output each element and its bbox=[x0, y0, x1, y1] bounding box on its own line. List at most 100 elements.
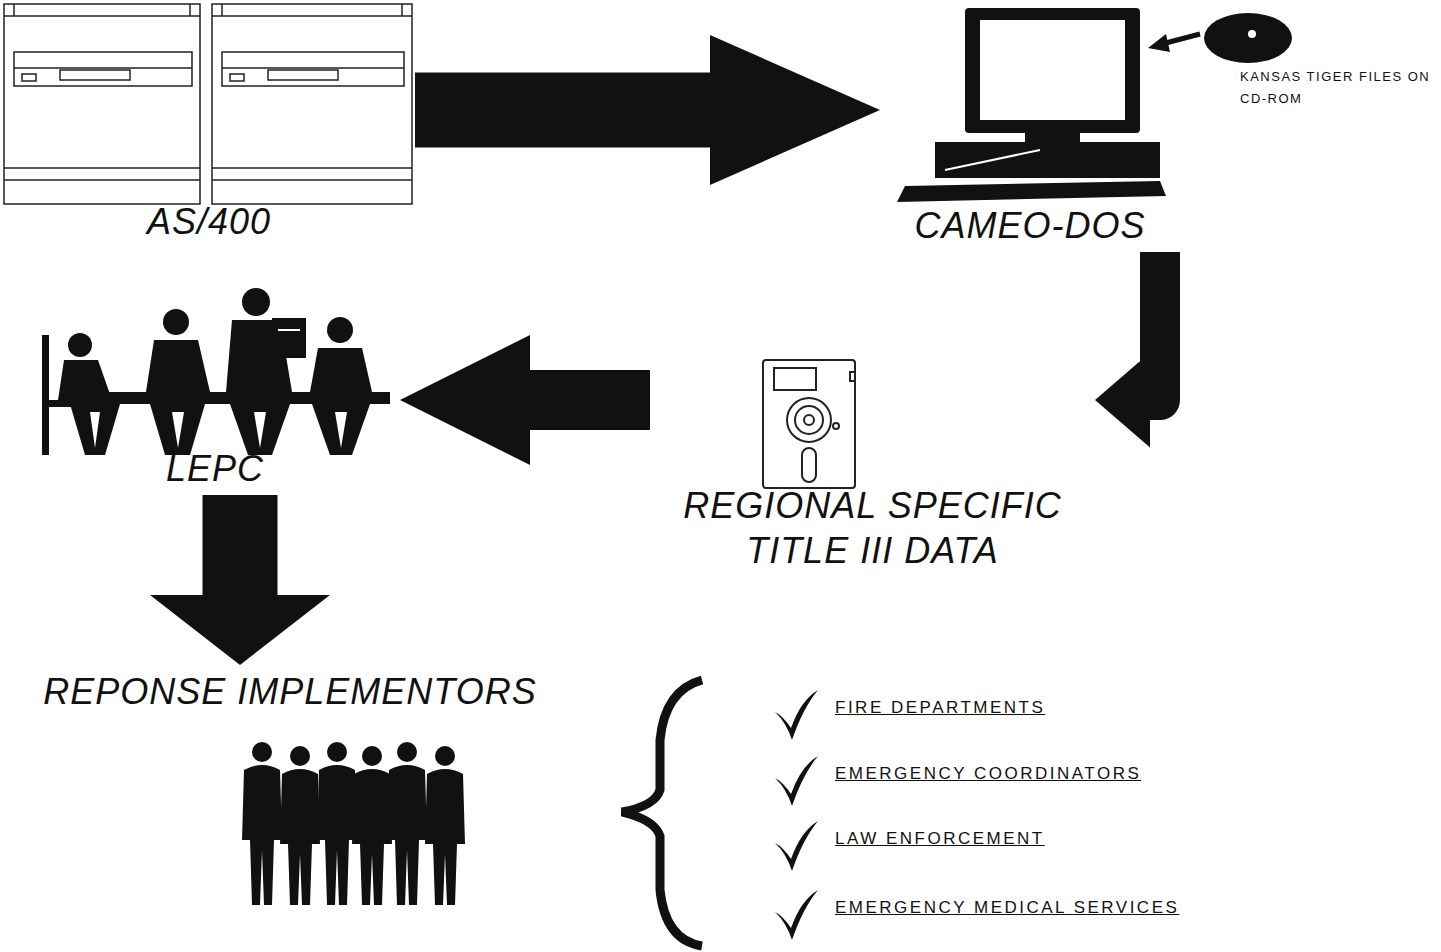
cd-rom-icon bbox=[1248, 30, 1256, 38]
server-cabinet bbox=[221, 4, 223, 16]
people-silhouettes bbox=[242, 742, 465, 905]
person-body bbox=[242, 765, 282, 905]
floppy-disk-icon bbox=[763, 360, 855, 488]
responder-item: EMERGENCY COORDINATORS bbox=[835, 764, 1141, 784]
node-label: REPONSE IMPLEMENTORS bbox=[43, 669, 536, 714]
arrow-head bbox=[710, 35, 880, 185]
meeting-icon bbox=[327, 317, 353, 343]
icon-node: AS/400 bbox=[3, 0, 415, 248]
floppy-disk-icon bbox=[850, 372, 855, 381]
node-label: CAMEO-DOS bbox=[914, 203, 1145, 248]
check-marks bbox=[775, 690, 818, 740]
server-cabinet bbox=[230, 74, 244, 81]
cd-rom-icon bbox=[1204, 13, 1292, 63]
server-cabinet bbox=[4, 4, 200, 204]
block-arrow bbox=[415, 35, 880, 185]
floppy-disk-icon bbox=[833, 423, 839, 429]
server-cabinet bbox=[212, 167, 412, 169]
meeting-icon bbox=[278, 329, 300, 331]
person-body bbox=[317, 765, 357, 905]
icon-node: CAMEO-DOS bbox=[880, 4, 1180, 252]
server-cabinet bbox=[401, 4, 403, 16]
block-arrow bbox=[150, 495, 330, 665]
server-cabinet bbox=[13, 4, 15, 16]
server-cabinet bbox=[60, 70, 130, 80]
block-arrow bbox=[400, 335, 650, 465]
server-cabinet bbox=[4, 4, 200, 204]
server-cabinet bbox=[14, 67, 192, 69]
server-cabinet bbox=[14, 52, 192, 86]
arrow-shaft bbox=[203, 495, 278, 597]
person-body bbox=[280, 769, 320, 905]
server-cabinet bbox=[189, 4, 191, 16]
meeting-icon bbox=[335, 412, 347, 448]
meeting-icon bbox=[172, 412, 184, 448]
computer-icon bbox=[965, 8, 1140, 133]
computer-icon bbox=[980, 20, 1125, 120]
server-cabinet bbox=[222, 52, 404, 86]
meeting-icon bbox=[42, 288, 390, 455]
person-head bbox=[362, 746, 382, 766]
meeting-icon bbox=[230, 404, 290, 455]
server-cabinet bbox=[212, 179, 412, 181]
arrow-shaft bbox=[415, 73, 712, 148]
meeting-icon bbox=[272, 318, 306, 358]
meeting-icon bbox=[146, 340, 210, 392]
brace bbox=[622, 680, 702, 946]
person-body bbox=[387, 765, 427, 905]
meeting-icon bbox=[254, 412, 266, 448]
server-cabinet bbox=[4, 15, 200, 17]
responder-item: FIRE DEPARTMENTS bbox=[835, 698, 1045, 718]
person-body bbox=[352, 769, 392, 905]
meeting-icon bbox=[60, 392, 390, 404]
floppy-disk-icon bbox=[802, 448, 816, 482]
responder-item: EMERGENCY MEDICAL SERVICES bbox=[835, 898, 1179, 918]
floppy-disk-icon bbox=[804, 415, 814, 425]
check-marks bbox=[775, 756, 818, 806]
server-cabinet bbox=[212, 4, 412, 204]
check-marks bbox=[775, 690, 818, 940]
cd-rom-icon bbox=[1148, 13, 1292, 63]
floppy-disk-icon bbox=[774, 368, 816, 390]
server-cabinet bbox=[222, 67, 404, 69]
cd-rom-icon bbox=[1148, 34, 1170, 52]
meeting-icon bbox=[163, 309, 189, 335]
node-label: LEPC bbox=[166, 446, 264, 491]
arrow-head bbox=[150, 595, 330, 665]
floppy-disk-icon bbox=[763, 360, 855, 488]
server-cabinet bbox=[22, 74, 36, 81]
arrow-head bbox=[1095, 353, 1150, 448]
icon-node: REPONSE IMPLEMENTORS bbox=[10, 665, 570, 915]
meeting-icon bbox=[90, 412, 100, 448]
person-head bbox=[435, 746, 455, 766]
block-arrow bbox=[1095, 252, 1160, 448]
check-marks bbox=[775, 821, 818, 871]
server-cabinet bbox=[4, 179, 200, 181]
meeting-icon bbox=[242, 288, 270, 316]
meeting-icon bbox=[68, 333, 92, 357]
computer-icon bbox=[897, 8, 1166, 202]
meeting-icon bbox=[70, 404, 120, 455]
meeting-icon bbox=[312, 404, 370, 455]
meeting-icon bbox=[310, 348, 372, 392]
computer-icon bbox=[935, 142, 1160, 178]
check-marks bbox=[775, 890, 818, 940]
person-head bbox=[327, 742, 347, 762]
node-label: REGIONAL SPECIFIC TITLE III DATA bbox=[656, 483, 1089, 573]
person-head bbox=[397, 742, 417, 762]
icon-node: REGIONAL SPECIFIC TITLE III DATA bbox=[650, 355, 1095, 577]
computer-icon bbox=[945, 150, 1040, 170]
responder-item: LAW ENFORCEMENT bbox=[835, 829, 1045, 849]
server-cabinet bbox=[268, 70, 338, 80]
floppy-disk-icon bbox=[787, 398, 831, 442]
server-cabinet bbox=[212, 15, 412, 17]
computer-icon bbox=[1025, 133, 1080, 142]
person-head bbox=[252, 742, 272, 762]
node-label: AS/400 bbox=[147, 199, 271, 244]
server-cabinet bbox=[212, 4, 412, 204]
server-cabinet bbox=[4, 167, 200, 169]
arrow-shaft bbox=[528, 370, 650, 430]
meeting-icon bbox=[150, 404, 205, 455]
